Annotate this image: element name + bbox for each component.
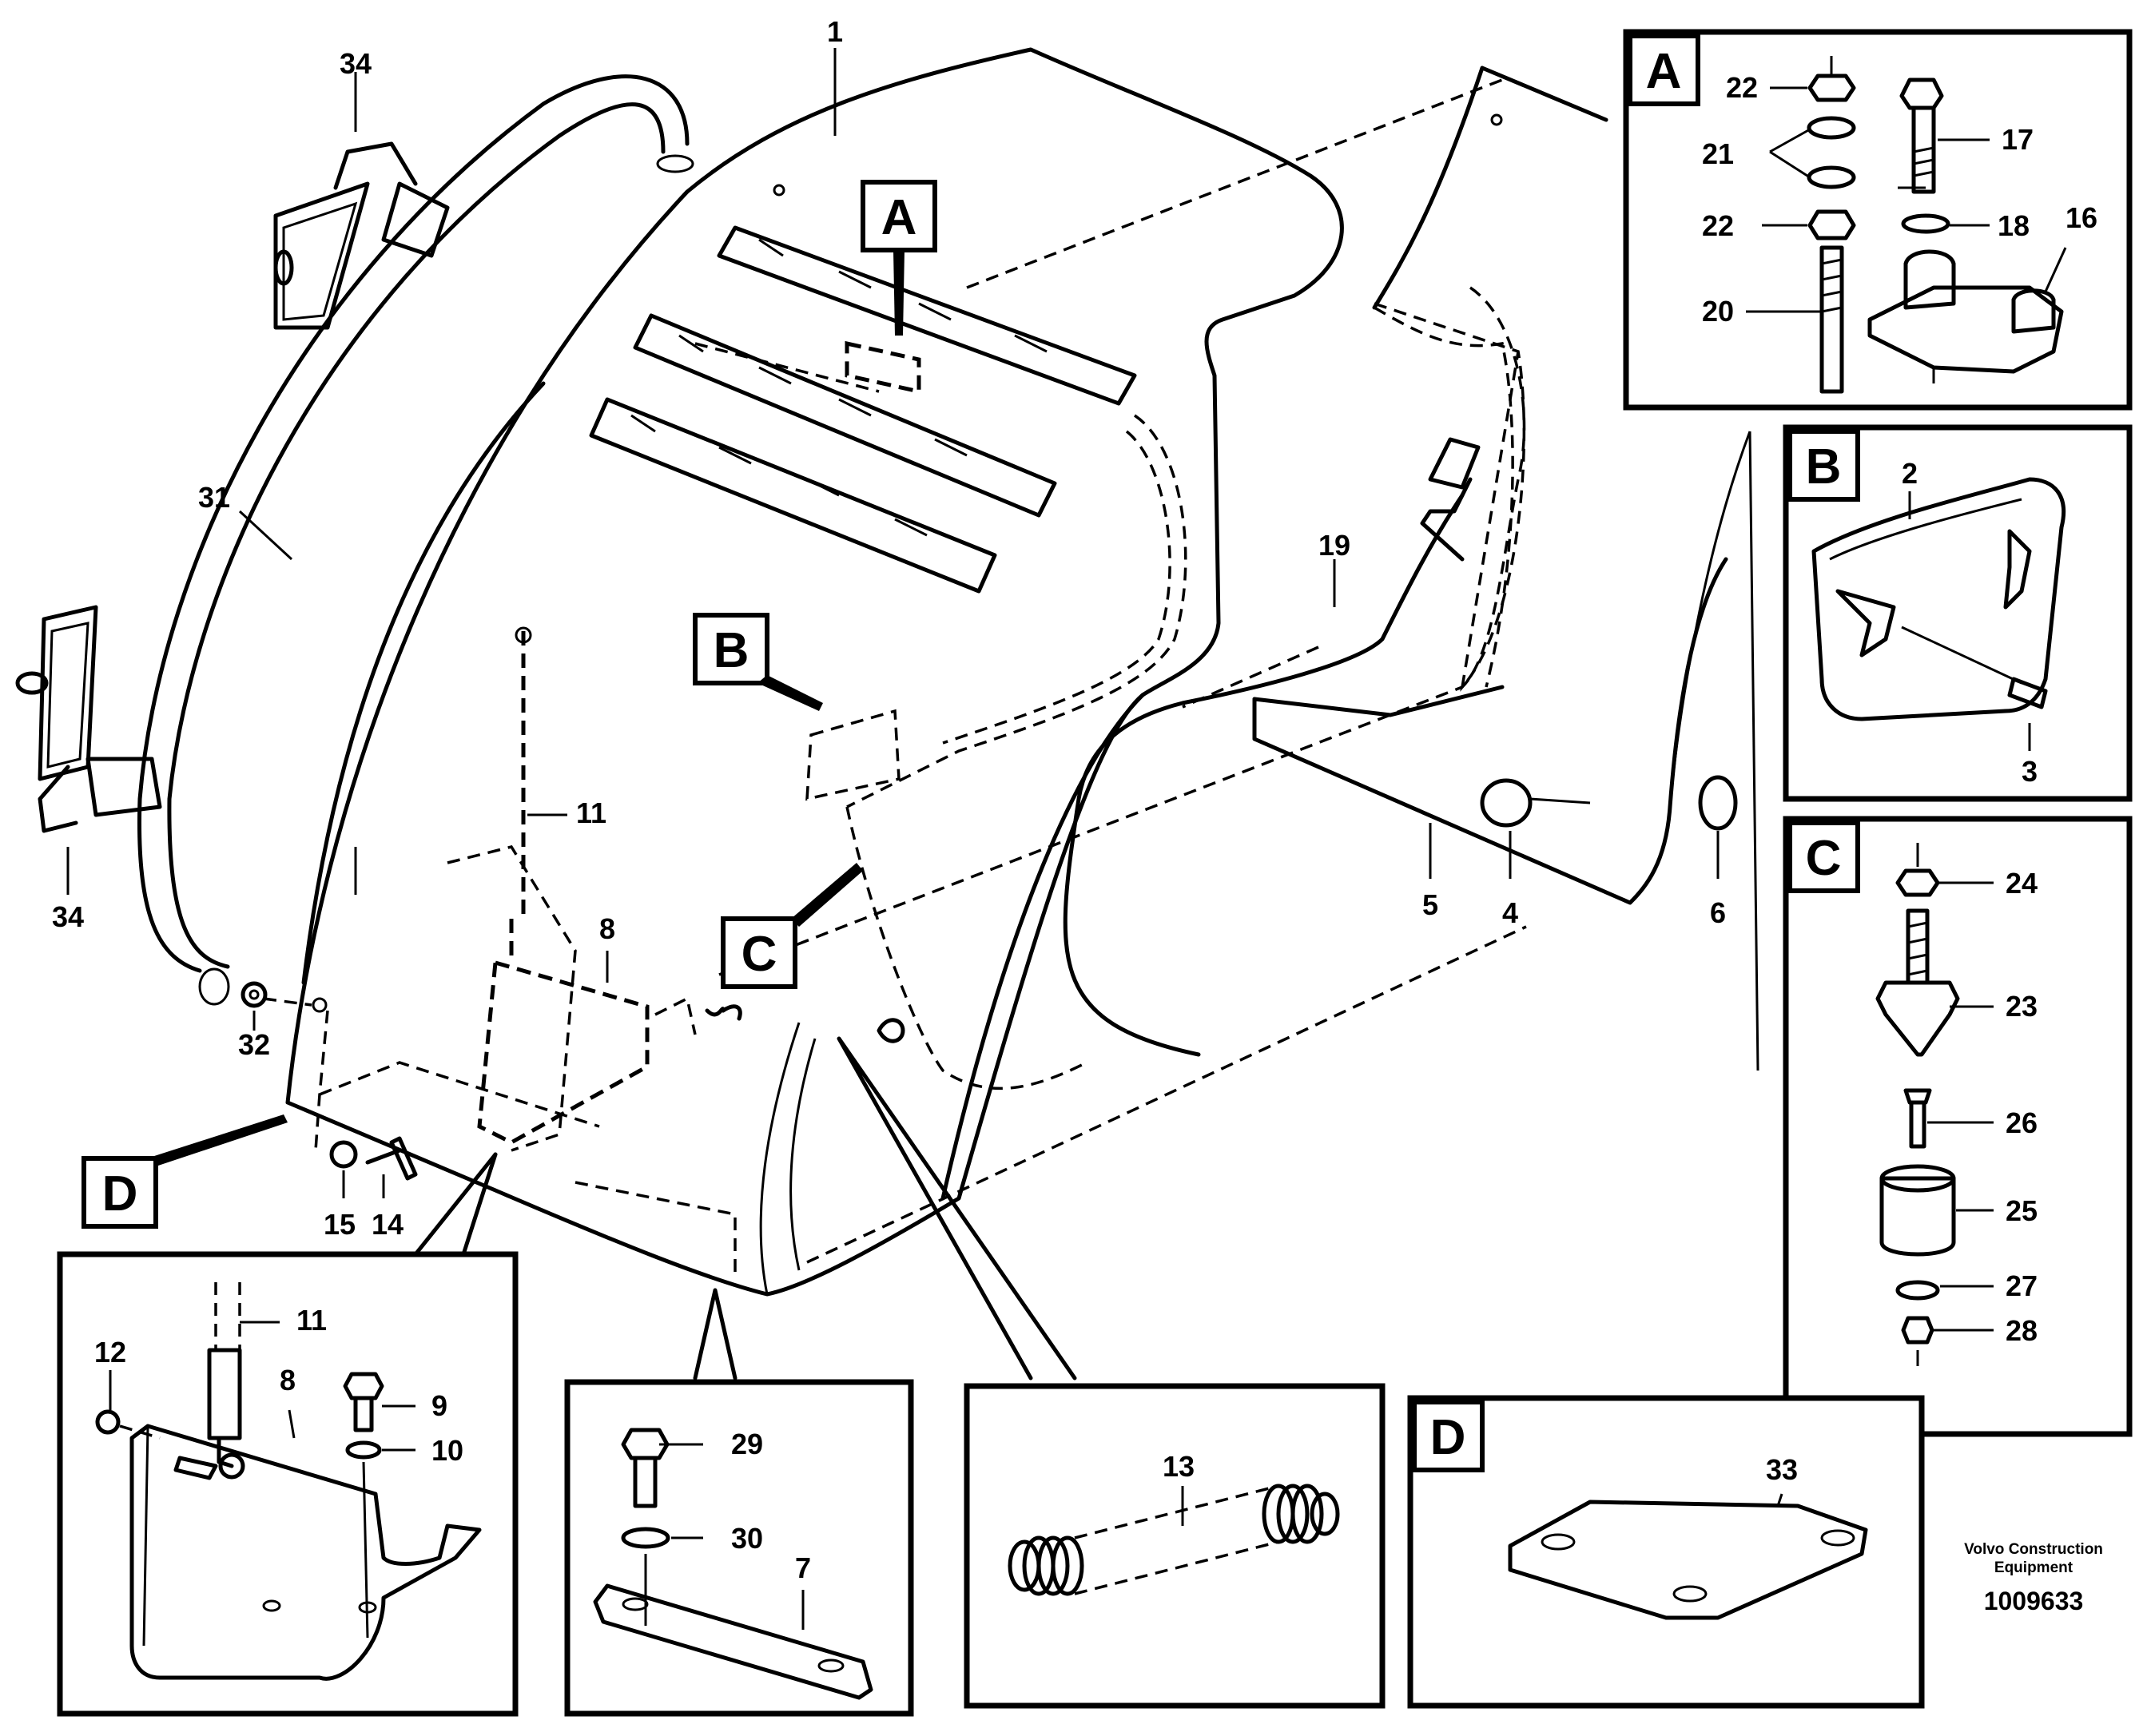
callout-15: 15 — [324, 1208, 356, 1241]
company-name-line1: Volvo Construction — [1964, 1541, 2103, 1558]
release-cable — [1063, 437, 1481, 1057]
detail-letter-a-main: A — [881, 190, 917, 245]
detail-panel-plate — [564, 1379, 914, 1717]
detail-panel-d — [1407, 1395, 1925, 1709]
callout-34-bottom: 34 — [52, 900, 84, 933]
detail-letter-d-main: D — [102, 1166, 138, 1222]
callout-32: 32 — [238, 1028, 270, 1061]
bracket-hidden — [477, 959, 650, 1145]
callout-2: 2 — [1902, 457, 1918, 490]
callout-6: 6 — [1710, 896, 1726, 929]
detail-letter-a-panel: A — [1646, 44, 1682, 99]
callout-22-top: 22 — [1726, 71, 1758, 104]
drawing-number: 1009633 — [1984, 1587, 2084, 1615]
callout-24: 24 — [2006, 867, 2038, 900]
callout-21: 21 — [1702, 137, 1734, 170]
washer-32 — [241, 981, 268, 1008]
hood-ridge — [940, 693, 1145, 1201]
gas-strut-hidden — [509, 631, 526, 959]
callout-34-top: 34 — [340, 47, 372, 80]
callout-17: 17 — [2002, 123, 2034, 156]
plug-6 — [1698, 775, 1738, 831]
callout-26: 26 — [2006, 1106, 2038, 1139]
company-name-line2: Equipment — [1994, 1559, 2073, 1576]
callout-14: 14 — [372, 1208, 404, 1241]
callout-8: 8 — [599, 912, 615, 945]
callout-16: 16 — [2066, 201, 2097, 234]
callout-20: 20 — [1702, 295, 1734, 328]
callout-8-detail: 8 — [280, 1364, 296, 1396]
detail-letter-c-panel: C — [1806, 831, 1842, 886]
hidden-lines — [319, 78, 1527, 1278]
detail-letter-c-main: C — [742, 927, 777, 982]
hood-air-vents — [589, 225, 1137, 594]
callout-22-bottom: 22 — [1702, 209, 1734, 242]
detail-letter-d-panel: D — [1430, 1410, 1466, 1465]
footer: Volvo Construction Equipment 1009633 — [1964, 1541, 2103, 1615]
main-detail-markers — [82, 180, 937, 1229]
callout-23: 23 — [2006, 990, 2038, 1023]
callout-5: 5 — [1422, 888, 1438, 921]
detail-panel-a — [1623, 29, 2133, 411]
callout-11-detail: 11 — [296, 1304, 327, 1337]
callout-25: 25 — [2006, 1194, 2038, 1227]
washer-15 — [329, 1140, 358, 1169]
side-panel — [1252, 66, 1751, 905]
callout-33: 33 — [1766, 1453, 1798, 1486]
callout-4: 4 — [1502, 896, 1518, 929]
bolt-14 — [365, 1136, 418, 1181]
hood-front-edge — [301, 381, 546, 985]
callout-30: 30 — [731, 1522, 763, 1555]
detail-panel-c — [1783, 816, 2133, 1437]
callout-9: 9 — [431, 1389, 447, 1422]
detail-panel-bracket — [57, 1251, 519, 1717]
callout-11: 11 — [576, 796, 606, 829]
hood-assembly — [285, 47, 1344, 1297]
callout-10: 10 — [431, 1434, 463, 1467]
detail-letter-b-main: B — [714, 623, 749, 678]
callout-31: 31 — [198, 481, 230, 514]
callout-19: 19 — [1318, 529, 1350, 562]
mirror-lower — [15, 605, 162, 833]
callout-27: 27 — [2006, 1269, 2038, 1302]
spring-installed — [705, 1004, 905, 1043]
zoom-connectors — [413, 431, 1759, 1380]
detail-panel-spring — [964, 1383, 1386, 1709]
detail-letter-b-panel: B — [1806, 439, 1842, 495]
callout-18: 18 — [1998, 209, 2030, 242]
detail-panel-b — [1783, 424, 2133, 802]
mirror-upper — [273, 141, 450, 330]
callout-7: 7 — [795, 1551, 811, 1584]
plate-b-location — [805, 709, 901, 801]
callout-numbers: 1 34 31 34 32 15 14 11 8 19 5 4 6 22 21 … — [52, 15, 2097, 1584]
callout-29: 29 — [731, 1428, 763, 1460]
callout-28: 28 — [2006, 1314, 2038, 1347]
callout-13: 13 — [1163, 1450, 1195, 1483]
main-leaders — [66, 48, 1720, 1198]
callout-3: 3 — [2022, 755, 2038, 788]
mirror-rail — [137, 74, 694, 1006]
callout-1: 1 — [827, 15, 843, 48]
hood-outline — [285, 47, 1344, 1297]
detail-letters: A B C D A B C D — [102, 44, 1842, 1465]
callout-12: 12 — [94, 1336, 126, 1369]
grommet-4 — [1480, 778, 1533, 828]
